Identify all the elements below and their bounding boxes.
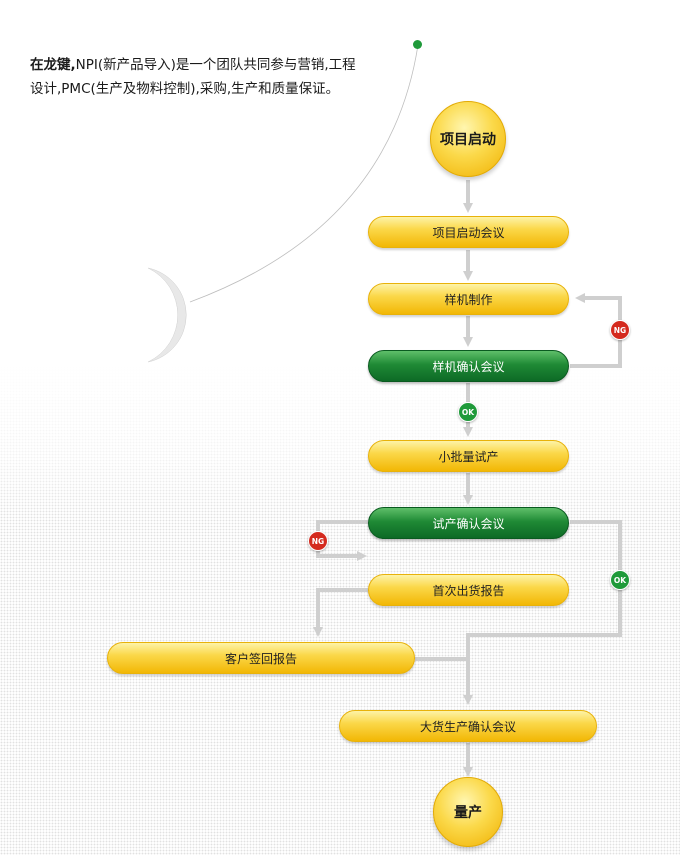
mass-review-node: 大货生产确认会议 xyxy=(339,710,597,742)
ng-badge-sample: NG xyxy=(610,320,630,340)
customer-report-node: 客户签回报告 xyxy=(107,642,415,674)
background-fade xyxy=(0,0,680,520)
sample-making-node: 样机制作 xyxy=(368,283,569,315)
intro-brand: 在龙键, xyxy=(30,57,76,73)
kickoff-meeting-node: 项目启动会议 xyxy=(368,216,569,248)
intro-text: NPI(新产品导入)是一个团队共同参与营销,工程设计,PMC(生产及物料控制),… xyxy=(30,57,356,97)
pilot-review-node: 试产确认会议 xyxy=(368,507,569,539)
sample-review-node: 样机确认会议 xyxy=(368,350,569,382)
ok-badge-pilot: OK xyxy=(610,570,630,590)
decorative-crescent xyxy=(147,267,187,363)
pilot-run-node: 小批量试产 xyxy=(368,440,569,472)
end-node: 量产 xyxy=(433,777,503,847)
decorative-curve xyxy=(189,44,419,303)
curve-endpoint-dot xyxy=(413,40,422,49)
arrow-shipment-to-customer xyxy=(313,588,368,637)
intro-paragraph: 在龙键,NPI(新产品导入)是一个团队共同参与营销,工程设计,PMC(生产及物料… xyxy=(30,53,360,101)
ok-badge-sample: OK xyxy=(458,402,478,422)
start-node: 项目启动 xyxy=(430,101,506,177)
first-shipment-report-node: 首次出货报告 xyxy=(368,574,569,606)
arrow-ok-to-mass xyxy=(463,520,622,705)
ng-badge-pilot: NG xyxy=(308,531,328,551)
